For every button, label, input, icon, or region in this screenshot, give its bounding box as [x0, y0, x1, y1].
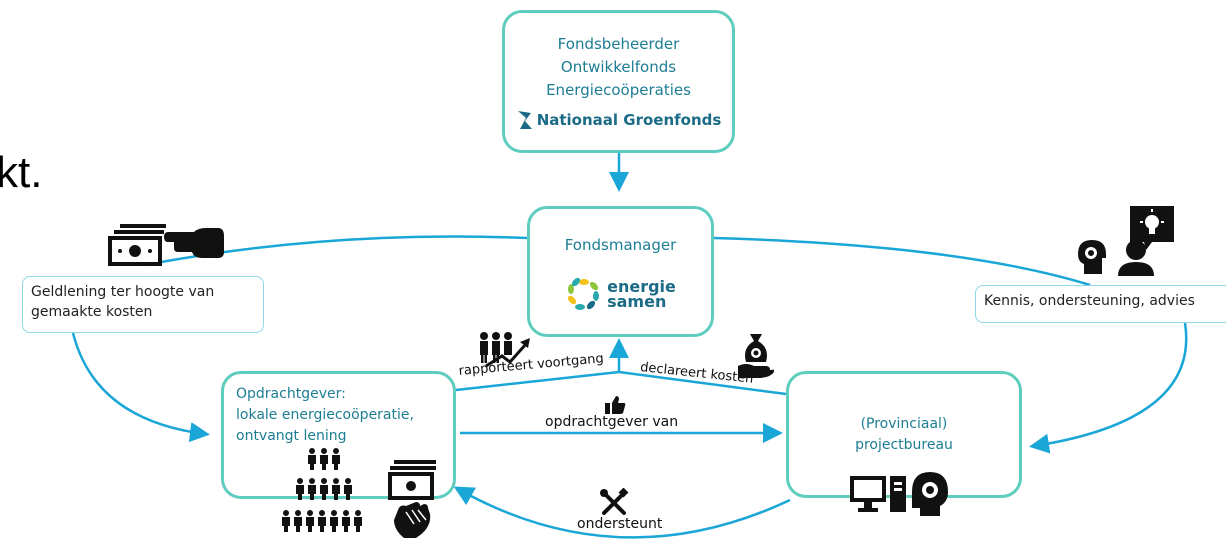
node-fondsmanager: Fondsmanager energie samen [527, 206, 714, 337]
head-gear-person-bulb-icon [1078, 206, 1174, 276]
edge-fondsmanager-geldlening [144, 235, 528, 267]
node-fondsbeheerder-line-2: Ontwikkelfonds [560, 58, 677, 76]
money-hand-icon [388, 460, 436, 538]
energiesamen-logo-text-1: energie [607, 277, 676, 296]
node-fondsbeheerder-line-3: Energiecoöperaties [546, 81, 691, 99]
partial-slide-text: kt. [0, 148, 43, 197]
label-ondersteunt: ondersteunt [577, 516, 663, 532]
edge-opdrachtgever-junction [455, 370, 620, 392]
note-geldlening: Geldlening ter hoogte van gemaakte koste… [22, 276, 264, 333]
node-opdrachtgever: Opdrachtgever: lokale energiecoöperatie,… [221, 371, 456, 499]
edge-fondsmanager-kennis [713, 236, 1091, 287]
note-kennis-text: Kennis, ondersteuning, advies [984, 293, 1195, 309]
node-fondsmanager-title: Fondsmanager [564, 236, 677, 254]
node-projectbureau-line-2: projectbureau [855, 437, 953, 453]
energiesamen-logo-text-2: samen [607, 292, 667, 311]
node-projectbureau-line-1: (Provinciaal) [860, 416, 948, 432]
note-geldlening-line-2: gemaakte kosten [31, 304, 153, 320]
edge-kennis-projectbureau [1029, 322, 1188, 454]
node-fondsbeheerder-line-1: Fondsbeheerder [557, 35, 680, 53]
tools-icon [600, 488, 629, 515]
money-bag-hand-icon [738, 334, 774, 378]
groenfonds-logo-text: Nationaal Groenfonds [536, 111, 722, 129]
computer-brain-icon [850, 472, 948, 516]
thumbs-up-icon [605, 396, 626, 414]
energiesamen-logo-icon [567, 277, 600, 310]
note-geldlening-line-1: Geldlening ter hoogte van [31, 284, 215, 300]
edge-ondersteunt [453, 486, 791, 539]
crowd-icon [282, 448, 362, 532]
note-kennis: Kennis, ondersteuning, advies [975, 285, 1226, 323]
money-pointing-icon [108, 224, 224, 266]
people-growth-icon [480, 332, 530, 368]
node-opdrachtgever-line-3: ontvangt lening [236, 428, 347, 444]
groenfonds-logo-icon [517, 111, 532, 129]
node-opdrachtgever-line-1: Opdrachtgever: [236, 386, 346, 402]
node-opdrachtgever-line-2: lokale energiecoöperatie, [236, 407, 414, 423]
label-opdrachtgever-van: opdrachtgever van [545, 414, 679, 430]
edge-geldlening-opdrachtgever [71, 332, 210, 443]
edge-junction-projectbureau [618, 370, 787, 396]
node-fondsbeheerder: Fondsbeheerder Ontwikkelfonds Energiecoö… [502, 10, 735, 153]
